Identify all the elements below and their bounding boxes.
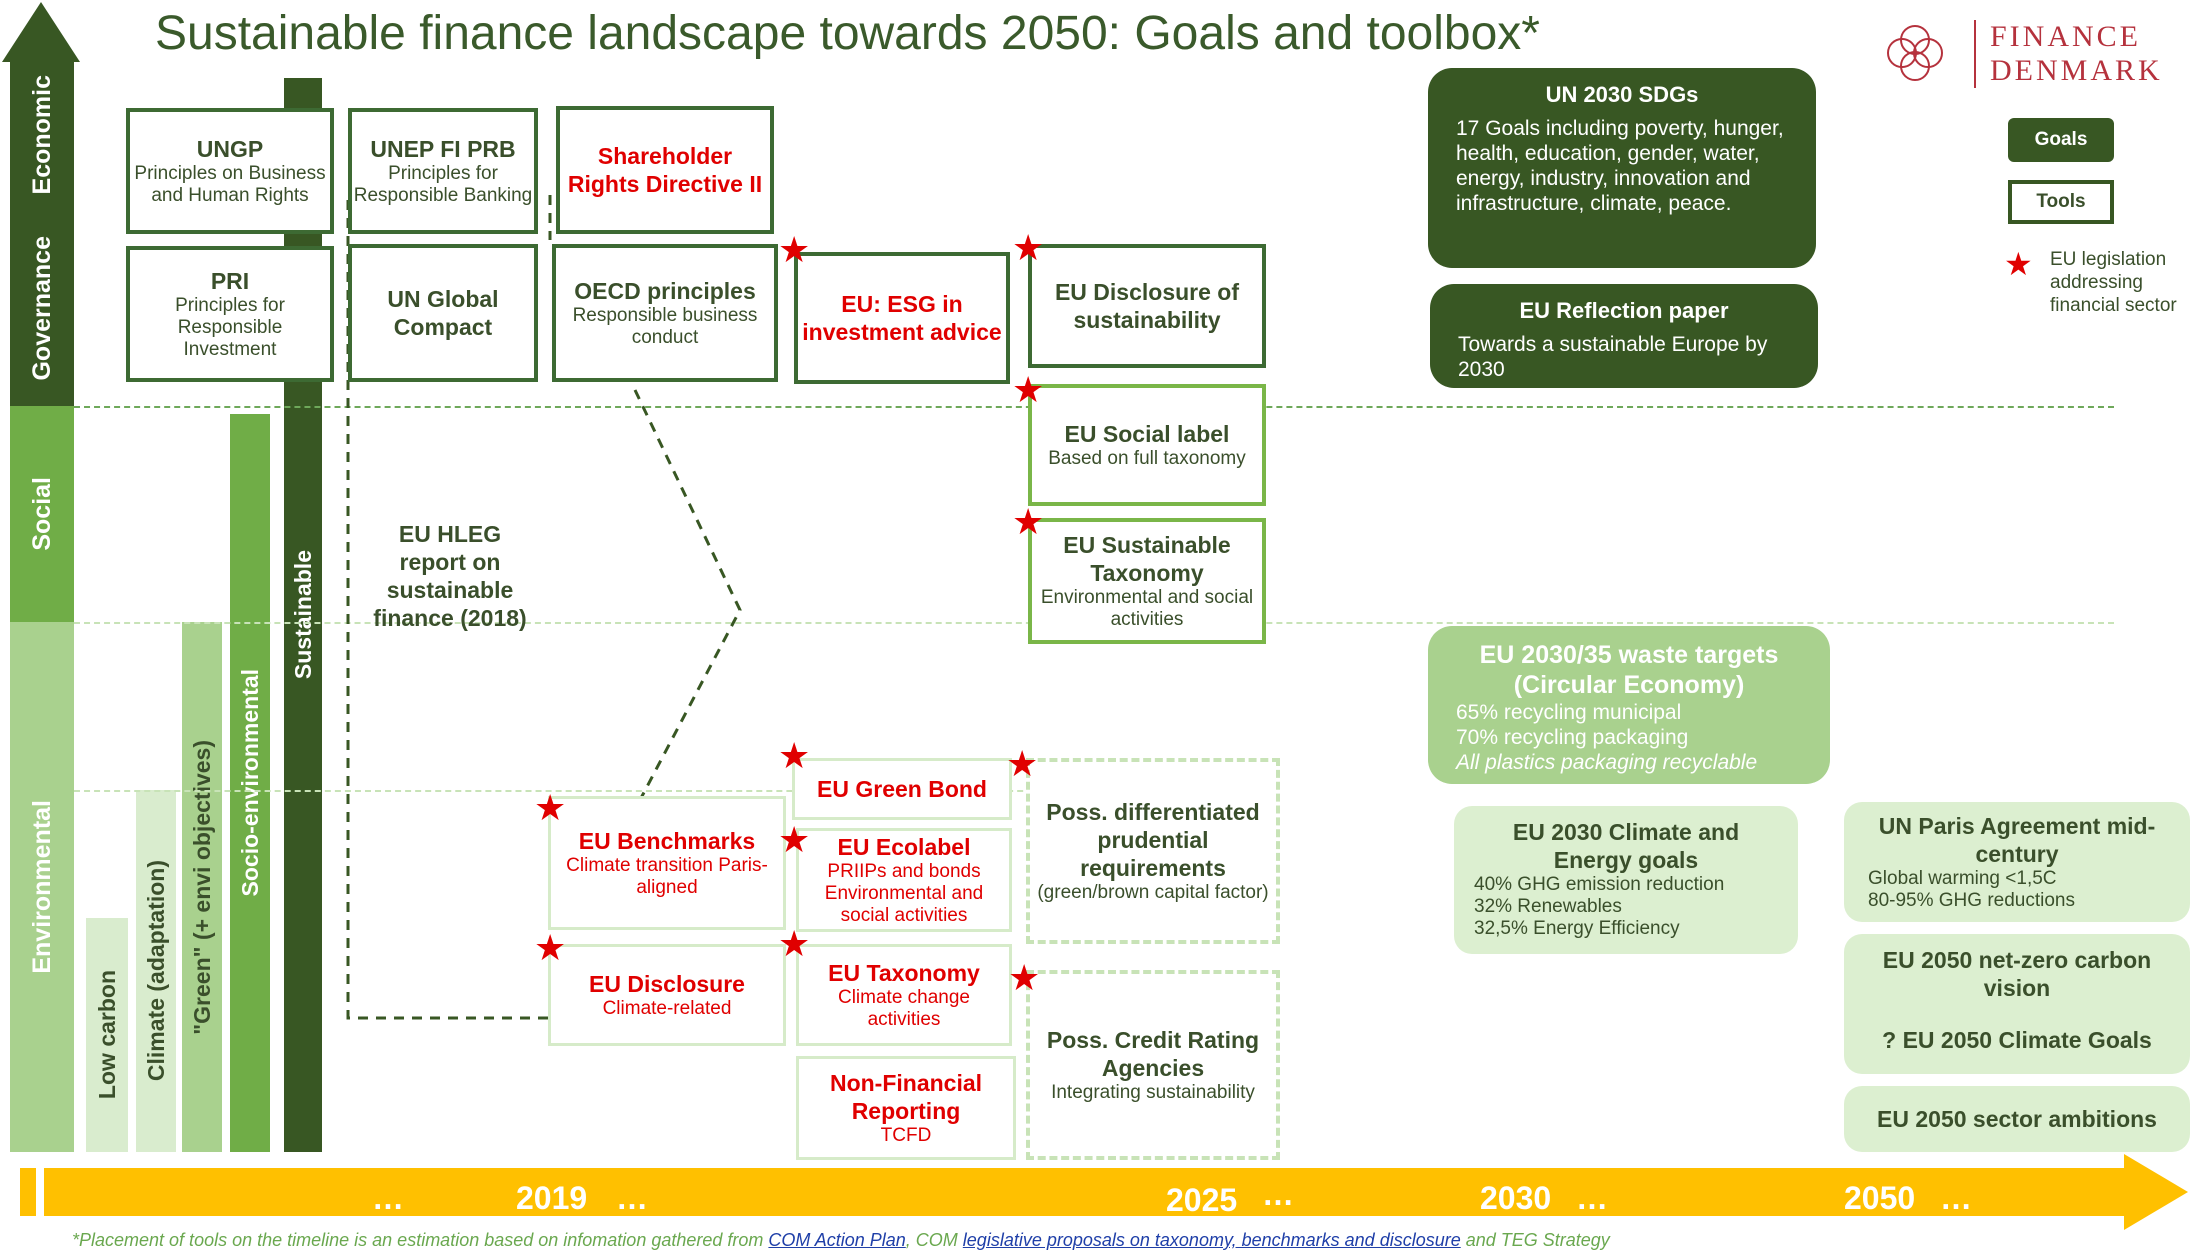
scope-sustainable: Sustainable xyxy=(284,78,322,1152)
scope-socio-environmental: Socio-environmental xyxy=(230,414,270,1152)
star-icon: ★ xyxy=(1012,369,1045,410)
hleg-report: EU HLEG report on sustainable finance (2… xyxy=(373,521,527,631)
star-icon: ★ xyxy=(778,229,811,270)
legend-star-label: EU legislation addressing financial sect… xyxy=(2050,249,2177,316)
footnote: *Placement of tools on the timeline is a… xyxy=(72,1230,1610,1250)
timeline-2019-ellipsis: … xyxy=(616,1180,648,1216)
box-eu-disclosure-sustainability: EU Disclosure of sustainability xyxy=(1028,244,1266,368)
band-governance: Governance xyxy=(10,210,74,406)
goal-eu-sector-ambitions: EU 2050 sector ambitions xyxy=(1844,1086,2190,1152)
legend-tools: Tools xyxy=(2008,180,2114,224)
timeline-arrow xyxy=(20,1154,2188,1230)
logo-divider xyxy=(1974,20,1976,88)
star-icon: ★ xyxy=(534,927,567,968)
timeline-start: … xyxy=(372,1180,404,1216)
goal-eu-waste-targets: EU 2030/35 waste targets (Circular Econo… xyxy=(1428,626,1830,784)
goal-eu-climate-energy: EU 2030 Climate and Energy goals 40% GHG… xyxy=(1454,806,1798,954)
box-shareholder-rights: Shareholder Rights Directive II xyxy=(556,106,774,234)
band-economic: Economic xyxy=(10,60,74,210)
star-icon: ★ xyxy=(1008,957,1041,998)
star-icon: ★ xyxy=(1012,501,1045,542)
star-icon: ★ xyxy=(778,819,811,860)
box-esg-investment-advice: EU: ESG in investment advice xyxy=(794,252,1010,384)
box-un-global-compact: UN Global Compact xyxy=(348,244,538,382)
legend-goals: Goals xyxy=(2008,118,2114,162)
star-icon: ★ xyxy=(534,787,567,828)
star-icon: ★ xyxy=(1012,227,1045,268)
page-title: Sustainable finance landscape towards 20… xyxy=(155,7,1540,60)
up-arrow-head xyxy=(2,2,80,62)
timeline-2025: 2025 xyxy=(1166,1182,1238,1218)
legend-star-icon: ★ xyxy=(2004,246,2033,282)
star-icon: ★ xyxy=(1006,743,1039,784)
timeline-2050: 2050 xyxy=(1844,1180,1916,1216)
timeline-2030-ellipsis: … xyxy=(1576,1180,1608,1216)
timeline-2050-ellipsis: … xyxy=(1940,1180,1972,1216)
scope-low-carbon: Low carbon xyxy=(86,918,128,1152)
box-prudential-requirements: Poss. differentiated prudential requirem… xyxy=(1026,758,1280,944)
finance-denmark-logo-icon xyxy=(1887,25,1943,81)
star-icon: ★ xyxy=(778,735,811,776)
scope-green: "Green" (+ envi objectives) xyxy=(182,622,222,1152)
timeline-2019: 2019 xyxy=(516,1180,588,1216)
goal-un-paris-agreement: UN Paris Agreement mid-century Global wa… xyxy=(1844,802,2190,922)
band-environmental: Environmental xyxy=(10,622,74,1152)
scope-climate: Climate (adaptation) xyxy=(136,790,176,1152)
link-com-action-plan[interactable]: COM Action Plan xyxy=(768,1230,906,1250)
goal-eu-net-zero: EU 2050 net-zero carbon vision? EU 2050 … xyxy=(1844,934,2190,1074)
timeline-2030: 2030 xyxy=(1480,1180,1552,1216)
star-icon: ★ xyxy=(778,923,811,964)
timeline-2025-ellipsis: … xyxy=(1262,1176,1294,1212)
link-legislative-proposals[interactable]: legislative proposals on taxonomy, bench… xyxy=(962,1230,1461,1250)
box-eu-green-bond: EU Green Bond xyxy=(792,758,1012,820)
band-social: Social xyxy=(10,406,74,622)
